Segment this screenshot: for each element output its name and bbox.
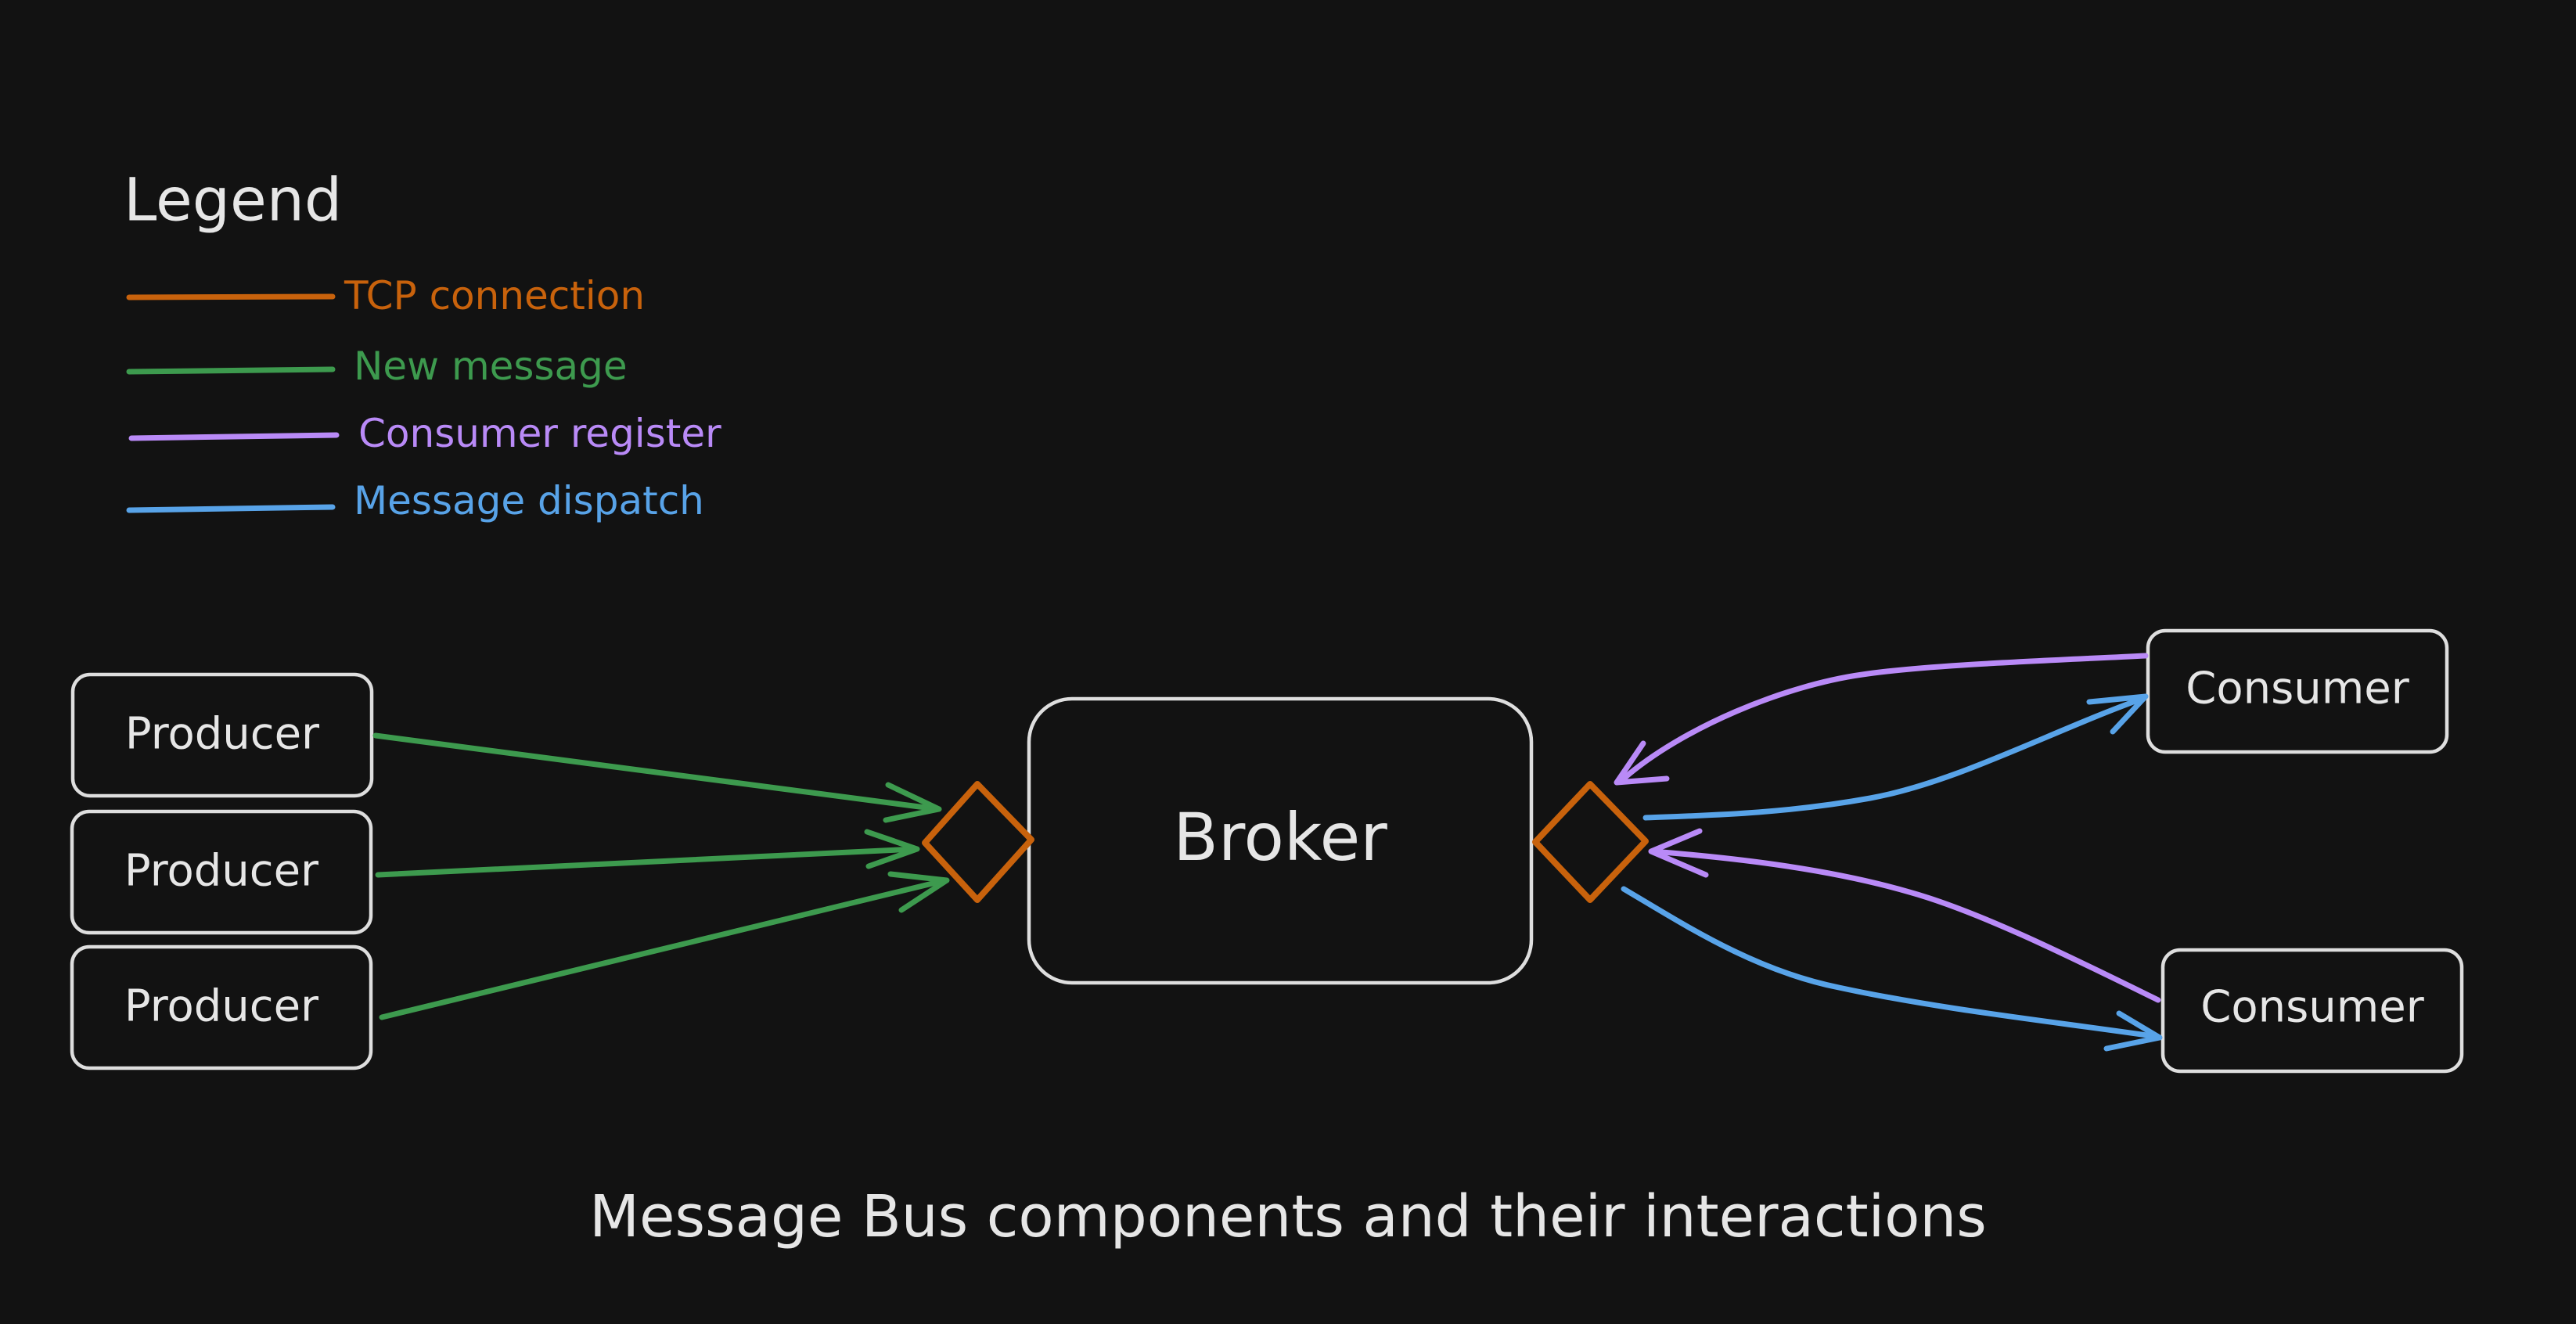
producer-label: Producer	[125, 709, 320, 760]
consumer-label: Consumer	[2186, 664, 2410, 714]
legend-title: Legend	[124, 165, 342, 235]
consumer-node-1: Consumer	[2146, 628, 2449, 754]
edge-consumer1-dispatch	[1642, 693, 2149, 821]
diagram-caption: Message Bus components and their interac…	[589, 1183, 1987, 1250]
edge-consumer2-dispatch	[1621, 886, 2163, 1052]
producer-label: Producer	[124, 846, 319, 897]
consumer-node-2: Consumer	[2160, 948, 2464, 1074]
legend-label-tcp: TCP connection	[344, 273, 645, 318]
broker-label: Broker	[1173, 799, 1387, 876]
legend-swatch-consumer-register	[128, 432, 340, 441]
legend-label-consumer-register: Consumer register	[358, 411, 721, 456]
legend: Legend TCP connection New message Consum…	[124, 165, 721, 524]
legend-label-message-dispatch: Message dispatch	[354, 478, 704, 523]
legend-label-new-message: New message	[354, 344, 628, 389]
edge-producer2-new-message	[375, 829, 920, 878]
producer-node-1: Producer	[70, 672, 374, 798]
tcp-connection-left	[922, 781, 1034, 903]
edge-producer3-new-message	[379, 871, 950, 1020]
edge-consumer2-register	[1648, 828, 2161, 1003]
tcp-connection-right	[1532, 781, 1649, 903]
producer-label: Producer	[124, 981, 319, 1032]
consumer-label: Consumer	[2200, 982, 2425, 1033]
legend-swatch-new-message	[126, 366, 336, 375]
broker-node: Broker	[1027, 696, 1534, 985]
legend-swatch-message-dispatch	[126, 504, 336, 513]
producer-node-3: Producer	[70, 944, 373, 1070]
edge-producer1-new-message	[372, 732, 942, 823]
producer-node-2: Producer	[70, 809, 373, 935]
edge-consumer1-register	[1614, 653, 2149, 786]
